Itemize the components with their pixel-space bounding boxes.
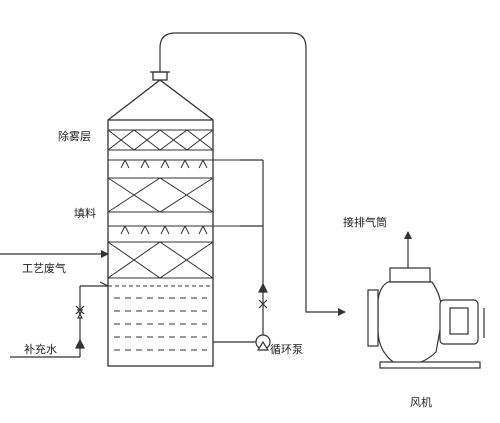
fan-base [379, 361, 481, 369]
duct-to-fan [159, 32, 346, 316]
tower-cone [107, 79, 214, 121]
fan-inlet-flange [367, 289, 379, 347]
scrubber-tower [107, 71, 214, 367]
label-packing: 填料 [74, 206, 96, 220]
fan-motor-coupling [449, 307, 469, 335]
circulation-valve-icon [258, 299, 268, 309]
makeup-water-line [10, 281, 109, 358]
demister-layer [107, 129, 214, 151]
tower-body [107, 119, 214, 367]
fan-assembly [367, 267, 485, 369]
label-fan: 风机 [410, 395, 432, 409]
circulation-pump-icon [255, 334, 271, 351]
fan-housing [377, 281, 443, 366]
label-makeup-water: 补充水 [24, 342, 57, 356]
label-circulation-pump: 循环泵 [270, 343, 303, 356]
circulation-loop [213, 159, 268, 343]
label-demister-layer: 除雾层 [58, 129, 91, 143]
makeup-water-valve-icon [75, 305, 85, 315]
liquid-sump [108, 285, 213, 351]
label-process-exhaust: 工艺废气 [22, 261, 66, 275]
upper-packing-layer [107, 177, 214, 213]
upper-spray-header [108, 159, 240, 169]
lower-spray-header [108, 225, 240, 235]
tower-top-nozzle [152, 71, 168, 81]
lower-packing-layer [107, 241, 214, 279]
fan-outlet-flange [389, 267, 431, 283]
label-exhaust-stack: 接排气筒 [343, 215, 387, 229]
